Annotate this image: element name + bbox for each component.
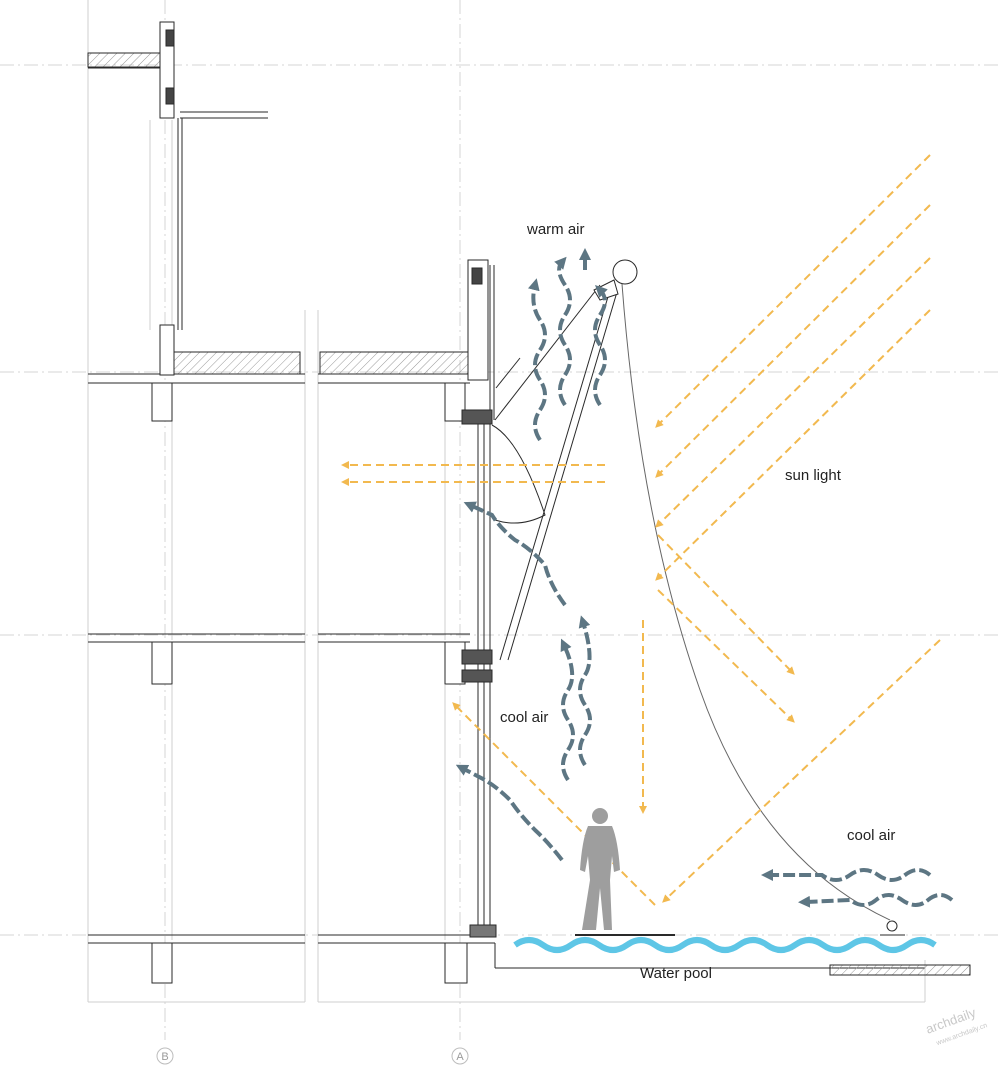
cool-air-outer-label: cool air — [847, 827, 895, 844]
cool-air-inner-label: cool air — [500, 709, 548, 726]
water-wave — [513, 937, 937, 953]
grid-axis-a-label: A — [456, 1051, 464, 1063]
building-section — [87, 0, 971, 1003]
archdaily-watermark: archdaily www.archdaily.cn — [924, 1005, 989, 1048]
grid-axis-a: A — [451, 1047, 469, 1065]
person-silhouette — [580, 808, 620, 930]
water-pool-label: Water pool — [640, 965, 712, 982]
grid-axis-b-label: B — [161, 1051, 168, 1063]
grid-axis-b: B — [156, 1047, 174, 1065]
sunlight-rays — [341, 154, 941, 906]
sun-light-label: sun light — [785, 467, 842, 484]
airflow-arrows — [455, 248, 954, 908]
warm-air-label: warm air — [526, 221, 585, 238]
grid-lines — [0, 0, 1000, 1040]
